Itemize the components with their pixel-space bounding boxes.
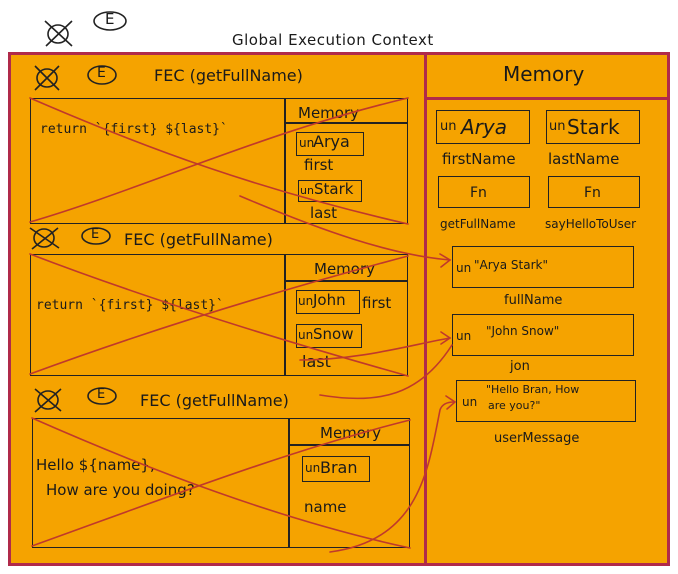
crossed-circle-icon <box>34 388 62 413</box>
fec2-memory-divider <box>284 254 286 376</box>
fec2-memory-line <box>284 280 408 282</box>
memory-var-getfullname-box <box>438 176 530 208</box>
fec3-var-name-prefix: un <box>305 461 321 475</box>
memory-var-lastname-prefix: un <box>549 119 566 134</box>
gec-e-label: E <box>105 10 115 28</box>
fec3-memory-line <box>288 444 410 446</box>
memory-result-usermessage-name: userMessage <box>494 431 580 446</box>
memory-var-lastname-box <box>546 110 640 144</box>
memory-result-fullname-box <box>452 246 634 288</box>
memory-result-jon-prefix: un <box>456 329 472 343</box>
fec3-var-name-value: Bran <box>320 458 358 477</box>
fec1-var-first-value: Arya <box>313 132 350 151</box>
memory-result-jon-box <box>452 314 634 356</box>
memory-var-firstname-box <box>436 110 530 144</box>
memory-result-fullname-name: fullName <box>504 293 563 308</box>
memory-var-lastname-name: lastName <box>548 150 620 168</box>
memory-var-sayhello-value: Fn <box>584 185 601 201</box>
memory-var-getfullname-name: getFullName <box>440 217 516 231</box>
fec2-code: return `{first} ${last}` <box>36 298 224 313</box>
crossed-circle-icon <box>44 20 73 47</box>
fec2-e-label: E <box>91 227 100 242</box>
e-circle-icon <box>87 387 117 405</box>
memory-result-fullname-prefix: un <box>456 261 472 275</box>
memory-var-sayhello-name: sayHelloToUser <box>545 217 637 231</box>
memory-var-getfullname-value: Fn <box>470 185 487 201</box>
fec1-memory-heading: Memory <box>298 104 360 122</box>
fec1-memory-divider <box>284 98 286 224</box>
fec3-code-line1: Hello ${name}, <box>36 456 155 474</box>
page-title: Global Execution Context <box>232 31 434 49</box>
gec-divider <box>424 55 427 563</box>
fec1-memory-line <box>284 122 408 124</box>
memory-result-usermessage-value-line1: "Hello Bran, How <box>486 383 580 396</box>
memory-result-jon-name: jon <box>510 359 530 374</box>
memory-result-usermessage-prefix: un <box>462 395 478 409</box>
fec2-var-last-prefix: un <box>298 328 314 342</box>
fec3-code-line2: How are you doing? <box>46 481 195 499</box>
gec-memory-heading: Memory <box>503 62 585 86</box>
memory-result-usermessage-box <box>456 380 636 422</box>
memory-var-firstname-value: Arya <box>461 115 507 139</box>
memory-var-sayhello-box <box>548 176 640 208</box>
fec2-var-first-value: John <box>313 291 346 309</box>
fec1-var-last-prefix: un <box>300 184 314 197</box>
fec2-var-last-value: Snow <box>313 325 354 343</box>
fec1-var-last-name: last <box>310 204 338 222</box>
memory-var-firstname-prefix: un <box>440 119 457 134</box>
e-circle-icon <box>87 65 117 85</box>
fec2-var-last-name: last <box>302 352 331 371</box>
fec2-var-first-name: first <box>362 294 392 312</box>
fec1-var-first-prefix: un <box>299 136 315 150</box>
fec3-memory-divider <box>288 418 290 548</box>
fec3-var-name-name: name <box>304 498 347 516</box>
fec2-memory-heading: Memory <box>314 260 376 278</box>
memory-result-jon-value: "John Snow" <box>486 324 560 338</box>
fec1-var-first-name: first <box>304 156 334 174</box>
fec1-title: FEC (getFullName) <box>154 66 303 85</box>
memory-var-lastname-value: Stark <box>567 115 620 139</box>
memory-var-firstname-name: firstName <box>442 150 516 168</box>
crossed-circle-icon <box>34 65 60 91</box>
memory-result-fullname-value: "Arya Stark" <box>474 258 549 272</box>
fec3-memory-heading: Memory <box>320 424 382 442</box>
fec1-code: return `{first} ${last}` <box>40 122 228 137</box>
fec3-e-label: E <box>97 387 106 402</box>
fec1-e-label: E <box>97 65 106 81</box>
e-circle-icon <box>81 227 111 245</box>
gec-memory-header-line <box>427 97 667 100</box>
e-circle-icon <box>93 11 127 31</box>
fec2-title: FEC (getFullName) <box>124 230 273 249</box>
memory-result-usermessage-value-line2: are you?" <box>488 399 541 412</box>
fec2-var-first-prefix: un <box>298 294 314 308</box>
fec3-title: FEC (getFullName) <box>140 391 289 410</box>
crossed-circle-icon <box>29 227 60 250</box>
fec1-var-last-value: Stark <box>314 180 354 198</box>
